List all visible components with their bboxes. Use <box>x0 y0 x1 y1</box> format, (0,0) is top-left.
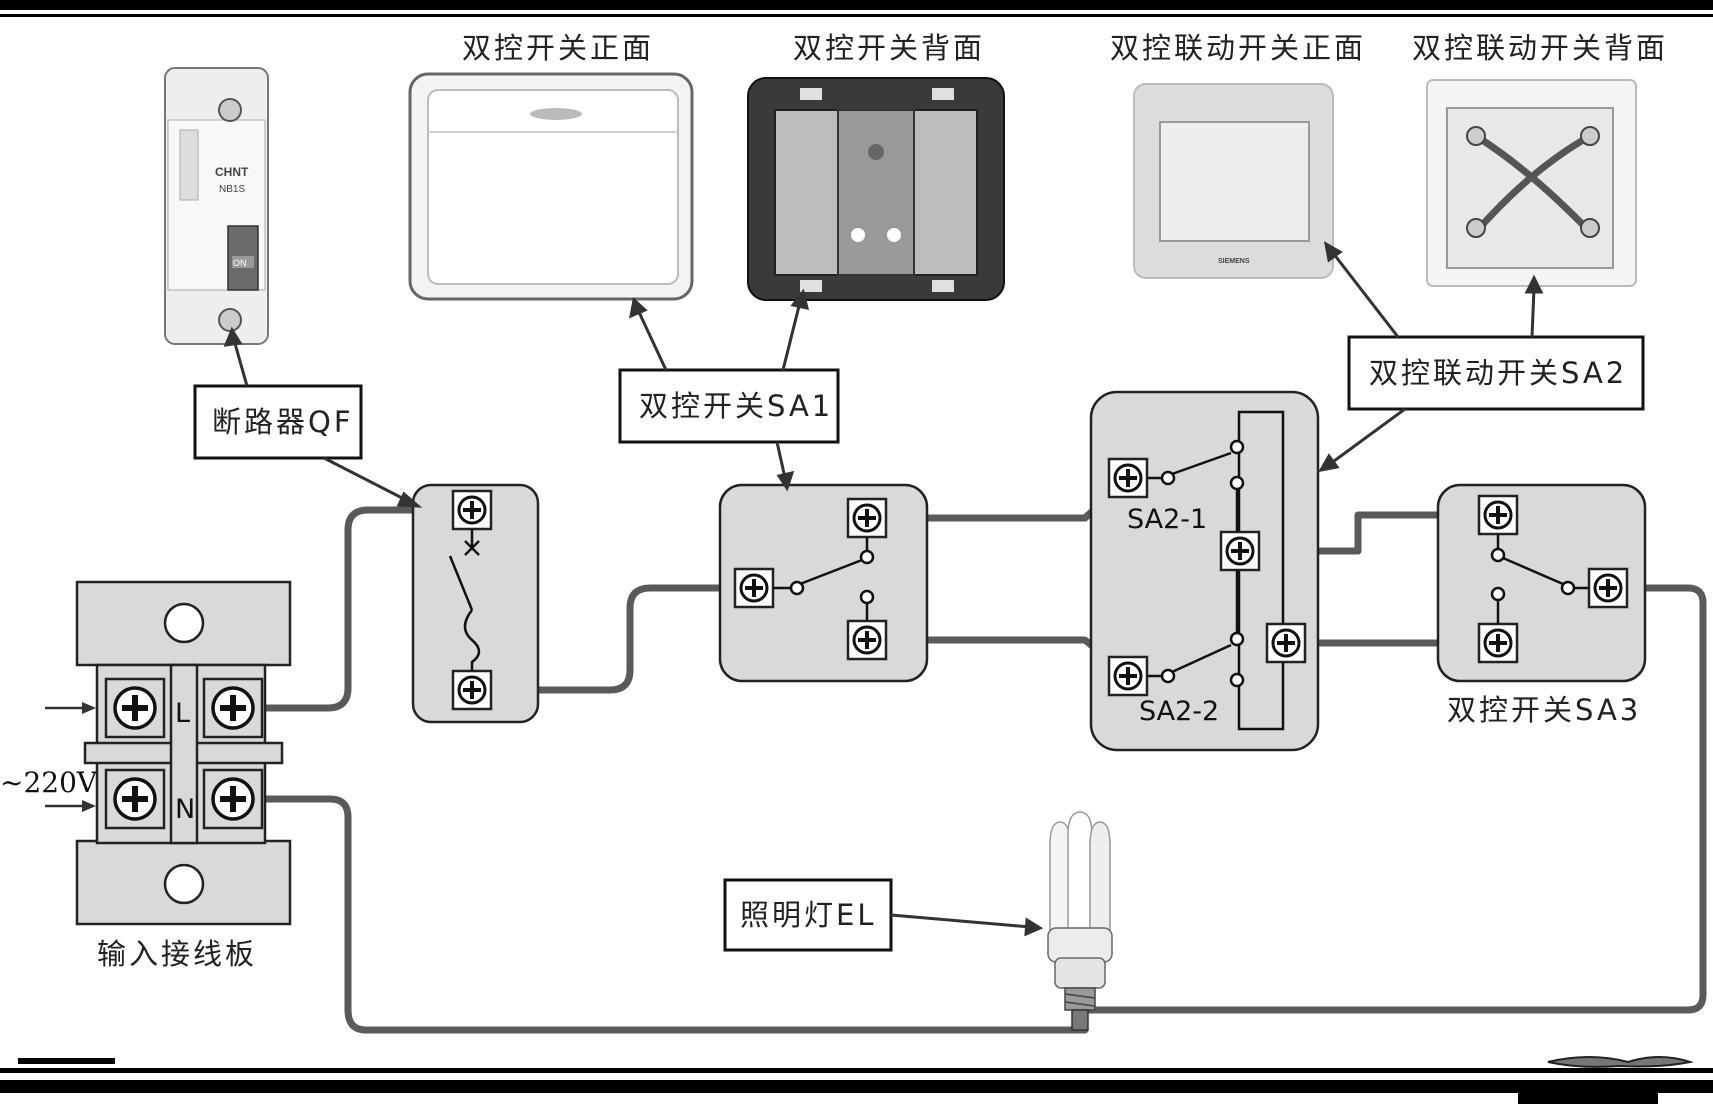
sa2-2-label: SA2-2 <box>1139 696 1219 727</box>
terminal-board-label: 输入接线板 <box>97 937 257 971</box>
breaker-bottom-screw-icon <box>451 669 493 711</box>
sa1-back-photo <box>747 77 1005 301</box>
breaker-on-text: ON <box>233 258 247 268</box>
sa3-top-screw-icon <box>1477 494 1519 536</box>
breaker-brand-text: CHNT <box>215 165 249 179</box>
svg-text:双控开关SA1: 双控开关SA1 <box>639 389 833 423</box>
svg-text:双控联动开关SA2: 双控联动开关SA2 <box>1369 356 1627 390</box>
lamp-label-box: 照明灯EL <box>723 878 893 952</box>
breaker-model-text: NB1S <box>219 184 245 195</box>
sa1-bottom-screw-icon <box>846 619 888 661</box>
terminal-n-in-screw-icon <box>106 770 164 828</box>
wire-n-to-lamp <box>258 795 1089 1034</box>
sa2-1-label: SA2-1 <box>1127 504 1207 535</box>
sa2-2-common-screw-icon <box>1107 655 1149 697</box>
svg-text:照明灯EL: 照明灯EL <box>740 898 876 932</box>
terminal-l-out-screw-icon <box>204 679 262 737</box>
cfl-lamp-icon <box>1047 811 1113 1031</box>
pointer-arrows <box>223 241 1544 937</box>
sa2-1-common-screw-icon <box>1107 457 1149 499</box>
terminal-n-out-screw-icon <box>204 770 262 828</box>
sa3-label: 双控开关SA3 <box>1447 693 1641 727</box>
sa2-linked-switch-symbol: SA2-1 SA2-2 <box>1089 390 1320 752</box>
sa2-back-caption: 双控联动开关背面 <box>1412 31 1668 65</box>
frame-top-bar <box>0 0 1713 17</box>
brush-mark-decoration <box>1547 1056 1694 1068</box>
breaker-top-screw-icon <box>451 489 493 531</box>
terminal-n-label: N <box>175 794 195 825</box>
sa1-switch-symbol <box>718 483 929 683</box>
breaker-qf-symbol <box>411 483 540 724</box>
switch-brand-text: SIEMENS <box>1218 258 1250 265</box>
wire-l-to-breaker <box>258 506 476 712</box>
svg-text:断路器QF: 断路器QF <box>212 405 354 439</box>
sa1-label-box: 双控开关SA1 <box>618 368 840 444</box>
sa1-top-screw-icon <box>846 497 888 539</box>
sa1-front-photo <box>408 72 694 301</box>
sa2-back-photo <box>1426 79 1637 287</box>
sa2-front-caption: 双控联动开关正面 <box>1110 31 1366 65</box>
sa2-2-out-screw-icon <box>1265 622 1307 664</box>
breaker-photo: CHNT NB1S ON <box>164 67 269 345</box>
wiring <box>258 474 1707 1034</box>
terminal-l-label: L <box>175 698 190 729</box>
breaker-label-box: 断路器QF <box>193 384 363 460</box>
sa2-1-out-screw-icon <box>1219 530 1261 572</box>
input-terminal-board: L N <box>75 580 292 926</box>
sa1-back-caption: 双控开关背面 <box>793 31 985 65</box>
terminal-l-in-screw-icon <box>106 679 164 737</box>
sa2-front-photo: SIEMENS <box>1133 83 1334 279</box>
input-arrows <box>45 702 96 812</box>
sa1-common-screw-icon <box>733 567 775 609</box>
sa3-common-screw-icon <box>1587 567 1629 609</box>
sa3-switch-symbol <box>1436 483 1647 683</box>
voltage-label: ~220V <box>0 766 98 799</box>
sa1-front-caption: 双控开关正面 <box>462 31 654 65</box>
wire-sa3-to-lamp <box>1081 584 1707 1014</box>
frame-bottom-bar <box>0 1058 1713 1104</box>
sa3-bottom-screw-icon <box>1477 622 1519 664</box>
wire-breaker-to-sa1 <box>468 584 758 694</box>
sa2-label-box: 双控联动开关SA2 <box>1347 335 1645 411</box>
